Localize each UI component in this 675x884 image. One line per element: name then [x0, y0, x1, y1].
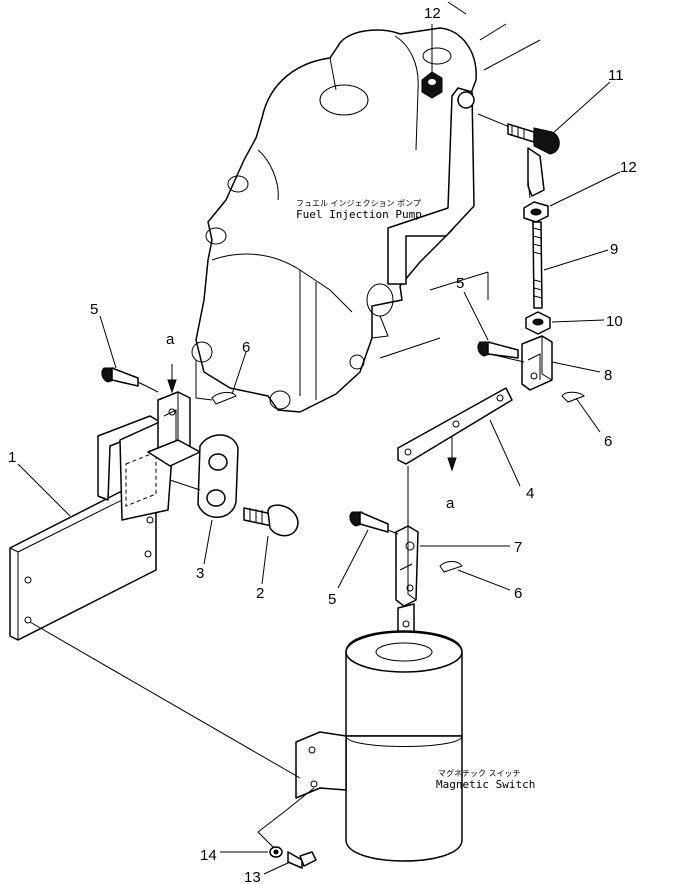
callout-6-right: 6 — [604, 433, 612, 450]
switch-label-jp: マグネチック スイッチ — [438, 768, 521, 778]
part-6-cotter-pin-left — [211, 391, 237, 405]
callout-14: 14 — [200, 847, 217, 864]
magnetic-switch — [295, 603, 463, 862]
callout-5-right: 5 — [456, 275, 464, 292]
pump-label-en: Fuel Injection Pump — [296, 208, 422, 221]
callout-6-middle: 6 — [514, 585, 522, 602]
callout-11: 11 — [608, 67, 624, 84]
callout-12-top: 12 — [424, 5, 441, 22]
callout-8: 8 — [604, 367, 612, 384]
callout-5-middle: 5 — [328, 591, 336, 608]
callout-12-right: 12 — [620, 159, 637, 176]
part-6-cotter-pin-middle — [439, 561, 463, 573]
reference-a-top: a — [166, 331, 175, 348]
part-11-ball-joint — [477, 113, 560, 197]
callout-leaders — [17, 24, 621, 875]
part-5-pin-left — [101, 367, 139, 387]
callout-1: 1 — [8, 449, 16, 466]
part-5-pin-middle — [349, 511, 389, 533]
pump-label-jp: フュエル インジェクション ポンプ — [296, 199, 421, 208]
callout-2: 2 — [256, 585, 264, 602]
fuel-injection-pump — [191, 1, 541, 413]
callout-13: 13 — [244, 869, 261, 884]
callout-5-left: 5 — [90, 301, 98, 318]
pump-label: フュエル インジェクション ポンプ Fuel Injection Pump — [296, 199, 422, 221]
reference-a-middle: a — [446, 495, 455, 512]
callout-7: 7 — [514, 539, 522, 556]
callout-4: 4 — [526, 485, 534, 502]
part-14-washer — [269, 846, 283, 858]
callout-10: 10 — [606, 313, 623, 330]
part-3-spacer-plate — [197, 434, 239, 518]
part-4-link-plate — [397, 387, 513, 465]
part-8-clevis — [521, 335, 553, 391]
part-9-threaded-rod — [532, 221, 543, 309]
part-10-nut — [525, 311, 551, 335]
part-5-pin-right — [477, 341, 519, 359]
callout-6-left: 6 — [242, 339, 250, 356]
part-12-nut-lower — [523, 201, 549, 223]
part-2-pin — [243, 504, 299, 537]
callout-3: 3 — [196, 565, 204, 582]
part-13-bolt — [287, 851, 317, 869]
part-6-cotter-pin-right — [561, 391, 585, 403]
assembly-lines — [29, 179, 531, 849]
part-7-clevis — [395, 525, 419, 607]
part-1-bracket — [9, 415, 175, 641]
callout-numbers: 1 2 3 4 5 5 5 6 6 6 7 8 9 10 11 12 12 13… — [8, 5, 637, 884]
switch-label: マグネチック スイッチ Magnetic Switch — [436, 768, 535, 791]
callout-9: 9 — [610, 241, 618, 258]
switch-label-en: Magnetic Switch — [436, 778, 535, 791]
